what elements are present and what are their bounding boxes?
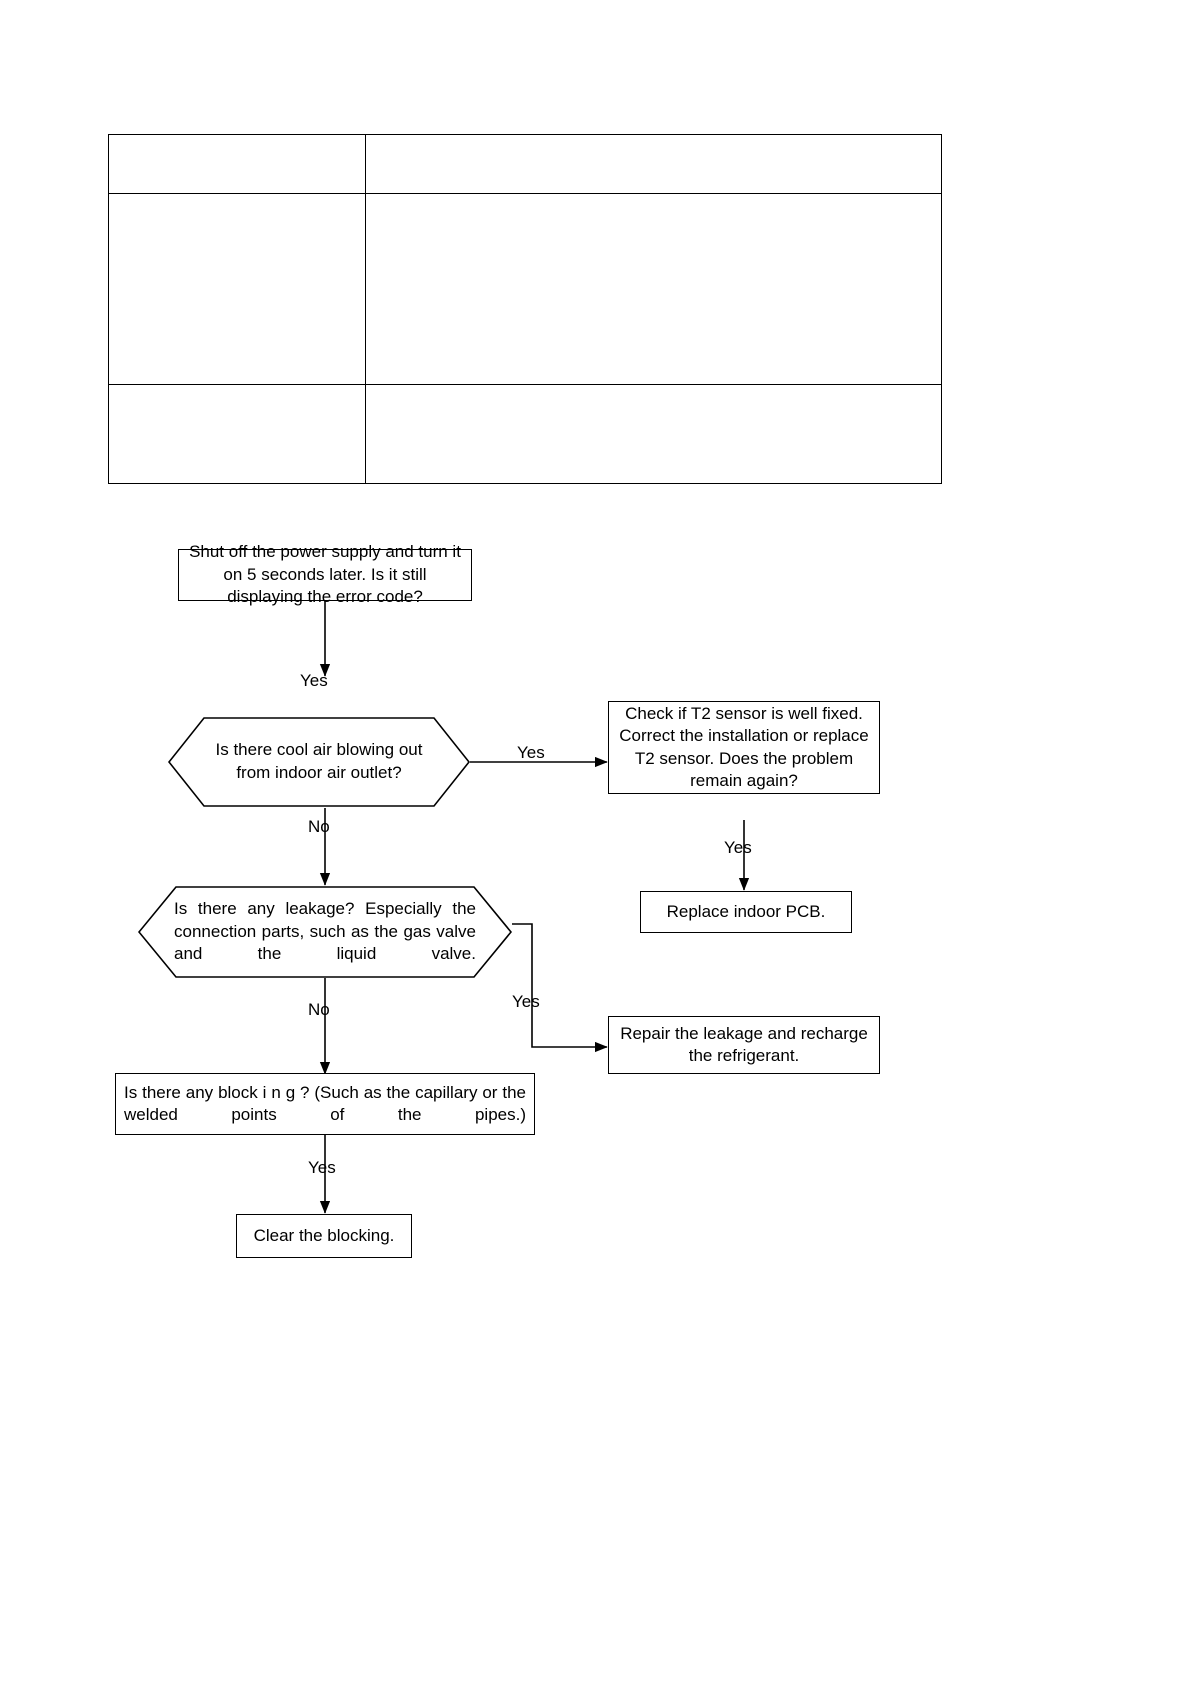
node-repair-leakage: Repair the leakage and recharge the refr… <box>608 1016 880 1074</box>
node-clear-blocking: Clear the blocking. <box>236 1214 412 1258</box>
node-blocking: Is there any block i n g ? (Such as the … <box>115 1073 535 1135</box>
spec-table <box>108 134 942 484</box>
table-row <box>108 384 942 484</box>
table-cell-left <box>108 134 366 194</box>
node-t2-sensor: Check if T2 sensor is well fixed. Correc… <box>608 701 880 794</box>
edge-label-cool-to-t2: Yes <box>517 743 545 762</box>
edge-label-block-to-clear: Yes <box>308 1158 336 1177</box>
edge-label-leak-to-block: No <box>308 1000 330 1019</box>
node-cool-air-label: Is there cool air blowing out from indoo… <box>215 740 423 782</box>
node-t2-sensor-label: Check if T2 sensor is well fixed. Correc… <box>619 703 869 790</box>
node-replace-indoor-pcb: Replace indoor PCB. <box>640 891 852 933</box>
node-clear-blocking-label: Clear the blocking. <box>253 1225 395 1245</box>
edge-label-t2-to-pcb: Yes <box>724 838 752 857</box>
edge-label-leak-to-repair: Yes <box>512 992 540 1011</box>
table-cell-right <box>365 384 942 484</box>
node-leakage: Is there any leakage? Especially the con… <box>138 886 512 978</box>
edge-label-power-to-cool: Yes <box>300 671 328 690</box>
hexagon-shape-icon <box>168 717 470 807</box>
node-cool-air: Is there cool air blowing out from indoo… <box>168 717 470 807</box>
node-blocking-label: Is there any block i n g ? (Such as the … <box>124 1082 526 1124</box>
node-leakage-label: Is there any leakage? Especially the con… <box>174 898 476 964</box>
node-repair-leakage-label: Repair the leakage and recharge the refr… <box>620 1023 868 1065</box>
edge-label-cool-to-leak: No <box>308 817 330 836</box>
node-replace-indoor-pcb-label: Replace indoor PCB. <box>666 901 826 921</box>
node-power-cycle-label: Shut off the power supply and turn it on… <box>189 542 461 607</box>
node-power-cycle: Shut off the power supply and turn it on… <box>178 542 472 606</box>
table-cell-left <box>108 193 366 385</box>
hexagon-shape-icon <box>138 886 512 978</box>
table-cell-left <box>108 384 366 484</box>
